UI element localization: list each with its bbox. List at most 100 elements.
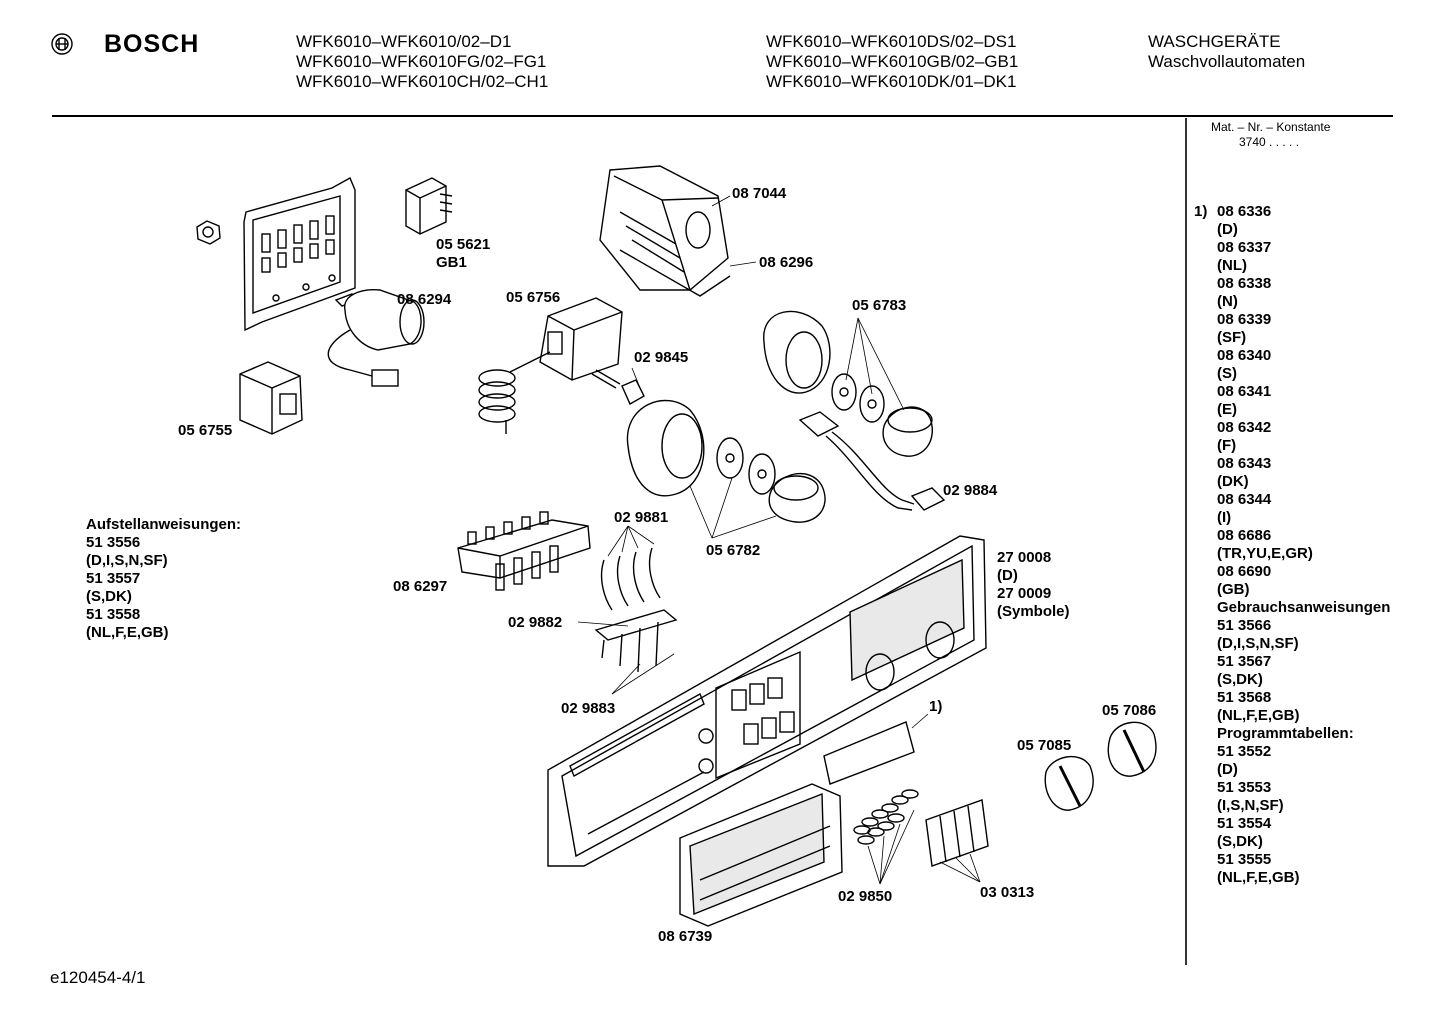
mat-nr-value: 3740 . . . . . (1239, 135, 1300, 149)
sidebar-list-item: (D,I,S,N,SF) (1217, 635, 1299, 652)
control-panel-fascia-part (547, 535, 987, 867)
sidebar-list-item: (S,DK) (1217, 833, 1263, 850)
sidebar-list-item: 08 6342 (1217, 419, 1272, 436)
setup-line: (S,DK) (86, 588, 132, 605)
part-label-057085: 05 7085 (1017, 737, 1072, 754)
model-item: WFK6010–WFK6010/02–D1 (296, 32, 512, 51)
sidebar-list-item: 08 6686 (1217, 527, 1272, 544)
sidebar-list-item: 08 6338 (1217, 275, 1272, 292)
document-code: e120454-4/1 (50, 968, 146, 987)
sidebar-parts-list: 08 6336(D)08 6337(NL)08 6338(N)08 6339(S… (1217, 203, 1390, 887)
wire-harness-part (798, 411, 946, 511)
door-lock-part (539, 297, 623, 389)
knob-body-lower (768, 472, 826, 523)
sidebar-list-item: (S,DK) (1217, 671, 1263, 688)
relay-part (405, 177, 453, 235)
selector-knob-left (1044, 755, 1094, 811)
selector-knob-right (1107, 721, 1157, 777)
part-label-029884: 02 9884 (943, 482, 998, 499)
sidebar-list-item: (I,S,N,SF) (1217, 797, 1284, 814)
setup-instructions: Aufstellanweisungen: 51 3556 (D,I,S,N,SF… (86, 516, 241, 642)
part-number: 27 0008 (997, 549, 1052, 566)
sidebar-list-item: 51 3566 (1217, 617, 1272, 634)
setup-line: (NL,F,E,GB) (86, 624, 169, 641)
category-subtitle: Waschvollautomaten (1148, 52, 1306, 71)
sidebar-list-item: (SF) (1217, 329, 1247, 346)
model-list-left: WFK6010–WFK6010/02–D1 WFK6010–WFK6010FG/… (296, 32, 548, 92)
knob-disc-lower-2 (748, 453, 776, 495)
sidebar-list-item: (D) (1217, 761, 1238, 778)
sidebar-list-item: 08 6336 (1217, 203, 1272, 220)
part-label-029845: 02 9845 (634, 349, 689, 366)
part-label-056782: 05 6782 (706, 542, 761, 559)
part-label-gb1: GB1 (436, 254, 467, 271)
bosch-logo-icon (51, 33, 73, 55)
knob-disc-upper-1 (831, 373, 857, 411)
model-list-right: WFK6010–WFK6010DS/02–DS1 WFK6010–WFK6010… (766, 32, 1018, 92)
variant-note: (D) (997, 567, 1018, 584)
sidebar-list-item: (NL,F,E,GB) (1217, 707, 1300, 724)
sidebar-footnote-marker: 1) (1194, 203, 1208, 220)
model-item: WFK6010–WFK6010GB/02–GB1 (766, 52, 1019, 71)
part-label-055621: 05 5621 (436, 236, 491, 253)
part-label-086739: 08 6739 (658, 928, 713, 945)
sidebar-list-item: 51 3554 (1217, 815, 1272, 832)
sidebar-list-item: Gebrauchsanweisungen (1217, 599, 1391, 616)
variant-note: (Symbole) (997, 603, 1070, 620)
mounting-plate-part (243, 177, 356, 332)
springs-part (853, 789, 919, 885)
display-window-part (679, 783, 843, 927)
sidebar-list-item: 51 3552 (1217, 743, 1272, 760)
setup-line: (D,I,S,N,SF) (86, 552, 168, 569)
sidebar-list-item: (I) (1217, 509, 1232, 526)
part-label-056783: 05 6783 (852, 297, 907, 314)
category-title: WASCHGERÄTE (1148, 32, 1281, 51)
setup-title: Aufstellanweisungen: (86, 516, 242, 533)
knob-ring-upper (763, 310, 831, 394)
part-label-087044: 08 7044 (732, 185, 787, 202)
spring-clips-part (600, 525, 661, 611)
part-label-086294: 08 6294 (397, 291, 452, 308)
part-label-029883: 02 9883 (561, 700, 616, 717)
model-item: WFK6010–WFK6010DS/02–DS1 (766, 32, 1017, 51)
sidebar-list-item: (F) (1217, 437, 1237, 454)
part-label-footnote-ref: 1) (929, 698, 943, 715)
nut-part (196, 220, 221, 245)
sidebar-list-item: 08 6339 (1217, 311, 1272, 328)
part-label-056756: 05 6756 (506, 289, 561, 306)
sidebar-list-item: 51 3567 (1217, 653, 1272, 670)
part-label-270008: 27 0008 (D) 27 0009 (Symbole) (997, 549, 1070, 621)
brand-name: BOSCH (104, 30, 200, 58)
button-bar-part (577, 609, 678, 695)
knob-disc-upper-2 (859, 385, 885, 423)
setup-line: 51 3556 (86, 534, 141, 551)
sidebar-list-item: 51 3553 (1217, 779, 1272, 796)
sidebar-list-item: 08 6341 (1217, 383, 1272, 400)
sidebar-list-item: (TR,YU,E,GR) (1217, 545, 1313, 562)
sidebar-list-item: (E) (1217, 401, 1237, 418)
sidebar-list-item: (S) (1217, 365, 1237, 382)
knob-disc-lower-1 (716, 437, 744, 479)
part-number: 27 0009 (997, 585, 1052, 602)
sidebar-list-item: (D) (1217, 221, 1238, 238)
sidebar-list-item: 08 6344 (1217, 491, 1272, 508)
sidebar-list-item: (DK) (1217, 473, 1249, 490)
sidebar-list-item: (NL,F,E,GB) (1217, 869, 1300, 886)
push-buttons-part (925, 799, 989, 883)
sidebar-list-item: (N) (1217, 293, 1238, 310)
sidebar-list-item: 08 6340 (1217, 347, 1272, 364)
spring-coil-part (478, 351, 551, 434)
programmer-part (599, 165, 731, 297)
setup-line: 51 3557 (86, 570, 141, 587)
sidebar-list-item: Programmtabellen: (1217, 725, 1354, 742)
model-item: WFK6010–WFK6010DK/01–DK1 (766, 72, 1017, 91)
sidebar-list-item: (NL) (1217, 257, 1247, 274)
label-strip-part (823, 713, 929, 785)
part-label-029882: 02 9882 (508, 614, 563, 631)
capacitor-part (327, 289, 425, 387)
part-label-057086: 05 7086 (1102, 702, 1157, 719)
setup-line: 51 3558 (86, 606, 141, 623)
model-item: WFK6010–WFK6010CH/02–CH1 (296, 72, 549, 91)
sidebar-list-item: 08 6343 (1217, 455, 1272, 472)
